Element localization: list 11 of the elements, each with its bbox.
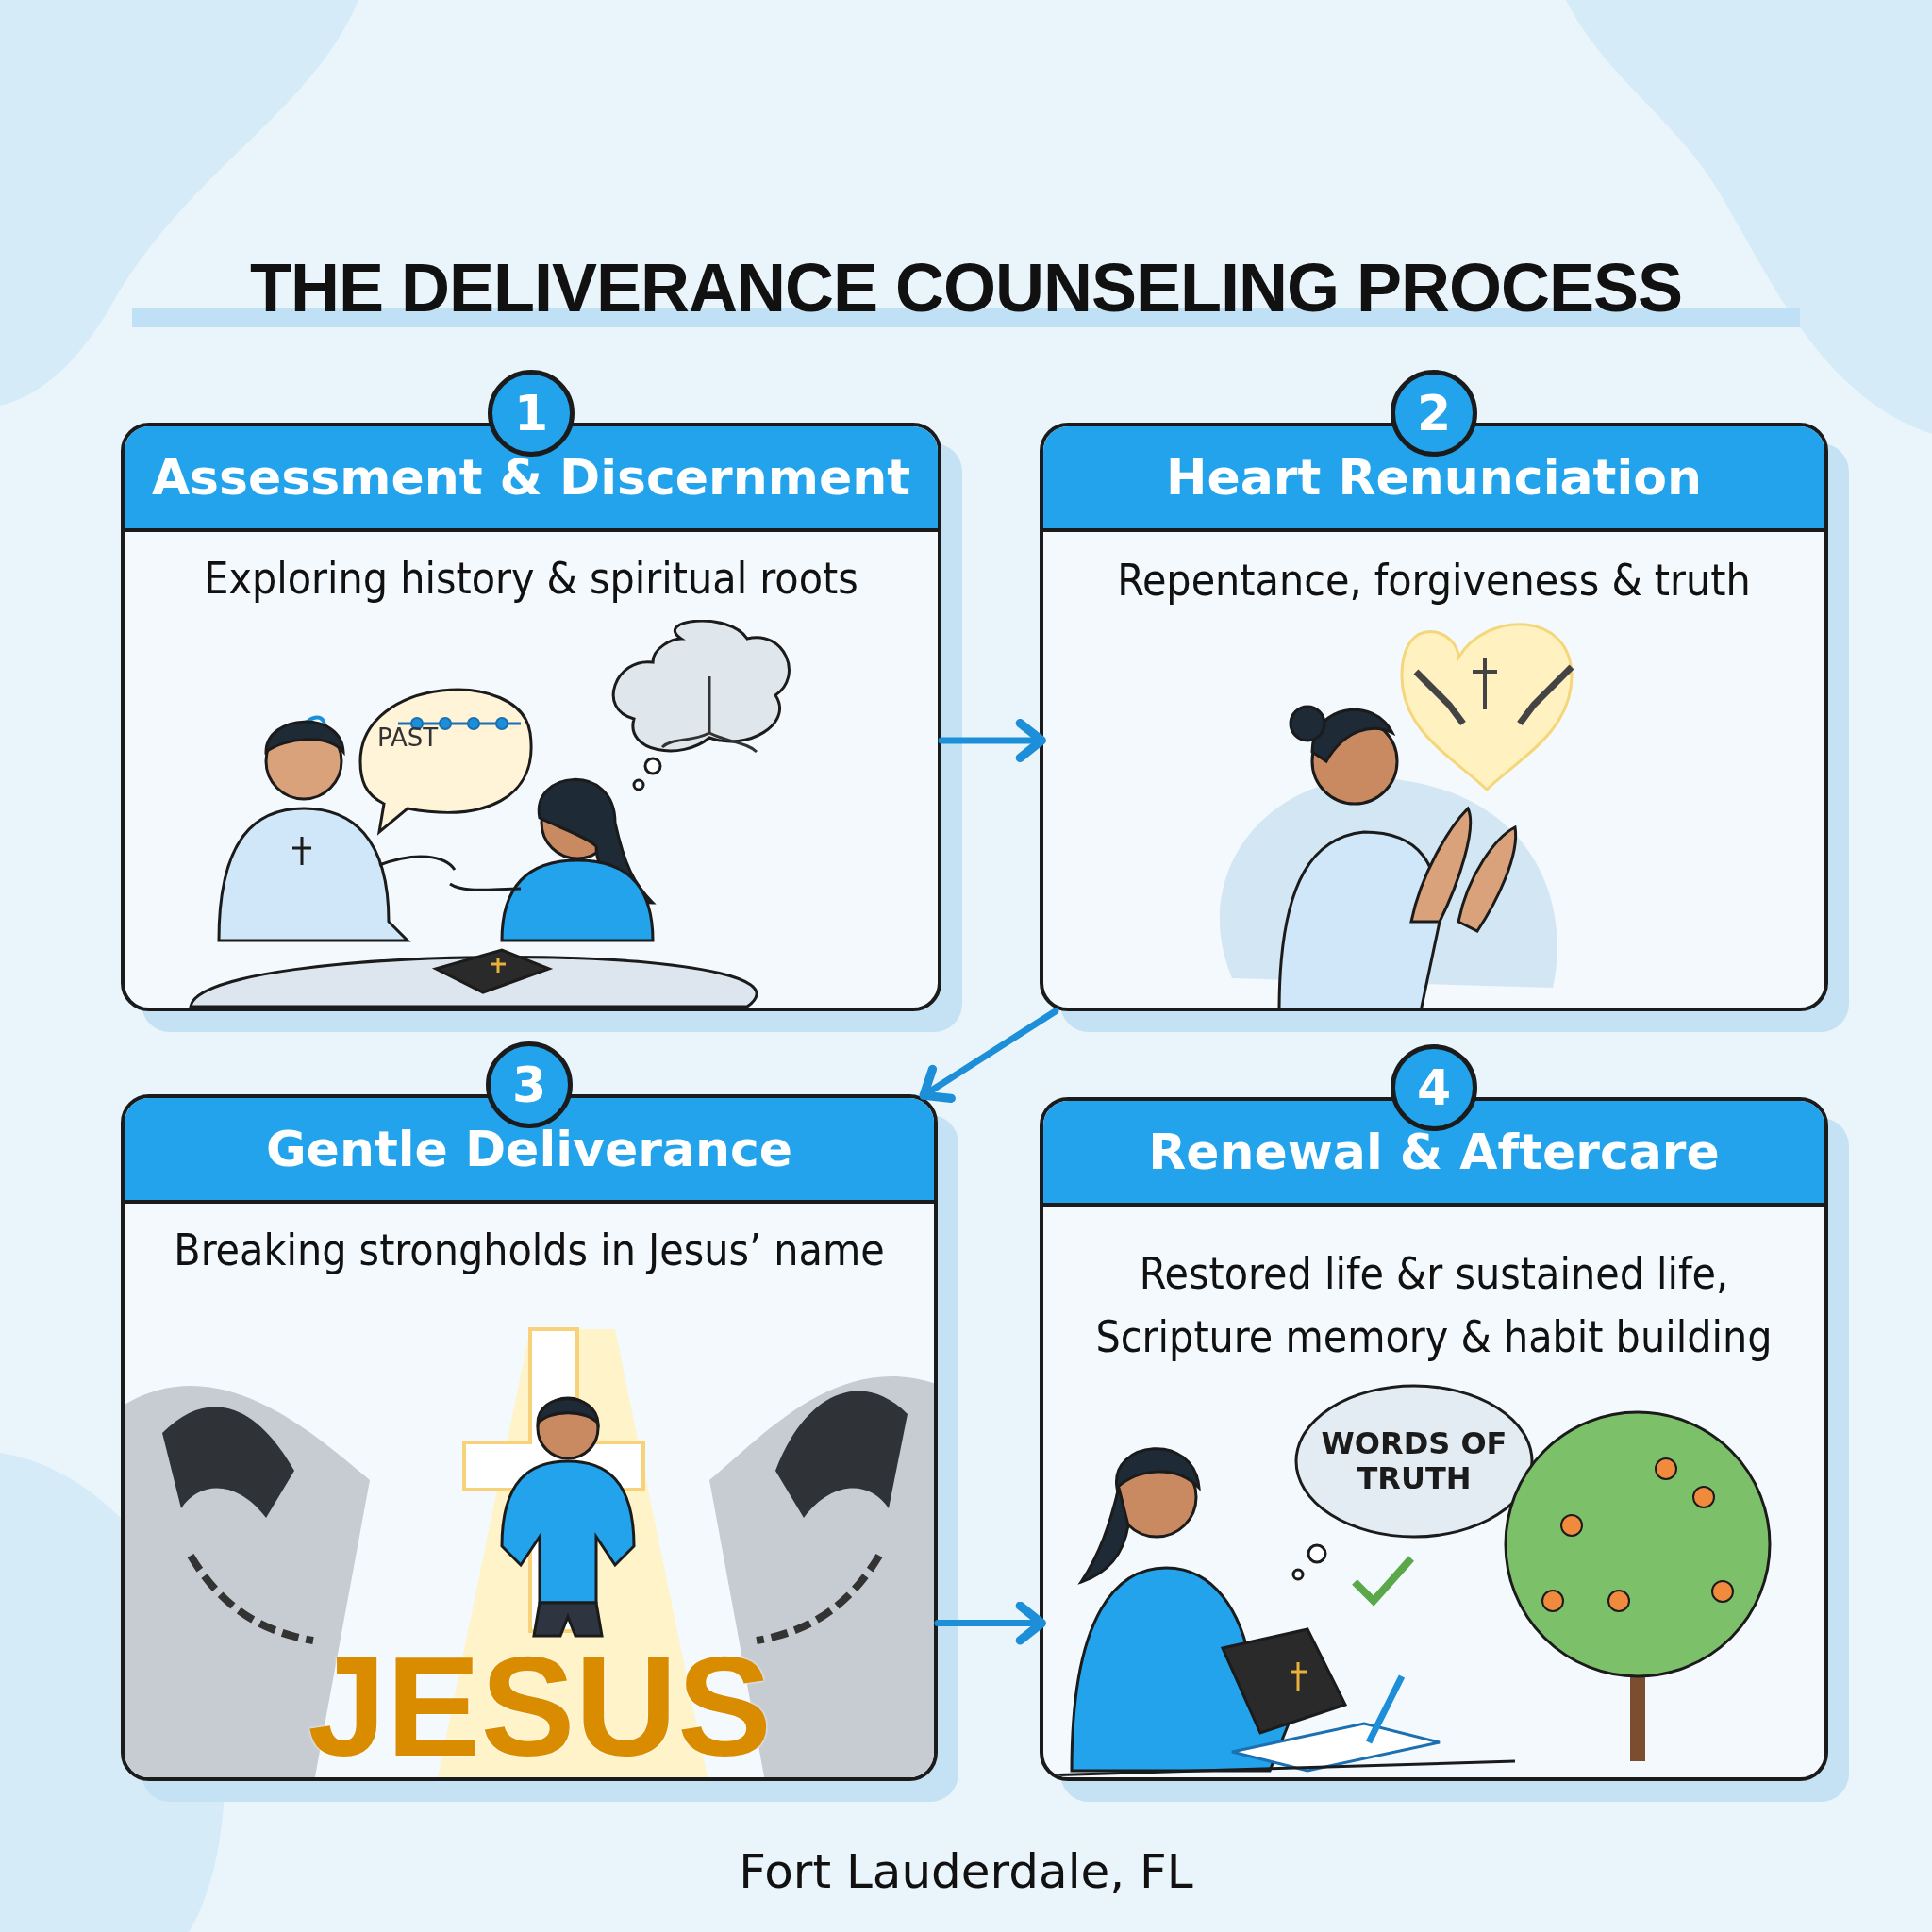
- timeline-label: PAST: [375, 724, 440, 752]
- arrow: [934, 1601, 1046, 1645]
- arrow: [919, 1008, 1059, 1103]
- step-description: Repentance, forgiveness & truth: [1116, 554, 1752, 608]
- arrow: [938, 718, 1046, 762]
- illustration-word: JESUS: [307, 1636, 773, 1777]
- step-description: Exploring history & spiritual roots: [203, 552, 859, 606]
- thought-text: WORDS OF TRUTH: [1320, 1426, 1508, 1496]
- step-description: Breaking strongholds in Jesus’ name: [173, 1224, 886, 1277]
- footer-location: Fort Lauderdale, FL: [738, 1844, 1194, 1899]
- step-description: Restored life &r sustained life, Scripture memory & habit building: [1094, 1247, 1774, 1364]
